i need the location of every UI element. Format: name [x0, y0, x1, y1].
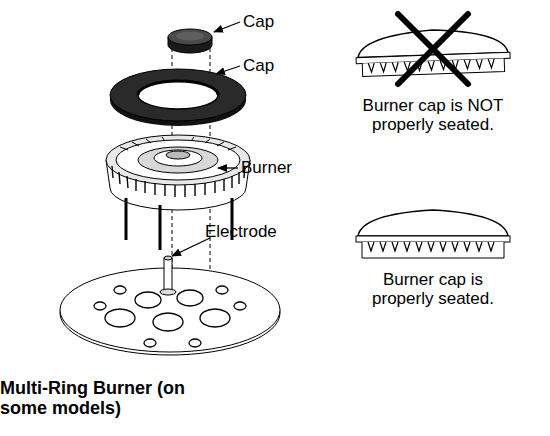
seated-cap	[356, 210, 510, 258]
note-text: Burner cap is NOT properly seated.	[343, 96, 523, 134]
part-label: Burner	[241, 158, 321, 177]
electrode	[160, 256, 176, 295]
cross-mark	[398, 14, 468, 84]
note-text: Burner cap is properly seated.	[358, 270, 508, 308]
part-label: Cap	[243, 12, 303, 31]
small-cap	[168, 29, 212, 53]
part-label: Cap	[243, 56, 303, 75]
leader-lines	[172, 22, 240, 256]
ring-cap	[110, 69, 246, 126]
part-label: Electrode	[205, 222, 305, 241]
figure-caption: Multi-Ring Burner (on some models)	[0, 378, 195, 418]
